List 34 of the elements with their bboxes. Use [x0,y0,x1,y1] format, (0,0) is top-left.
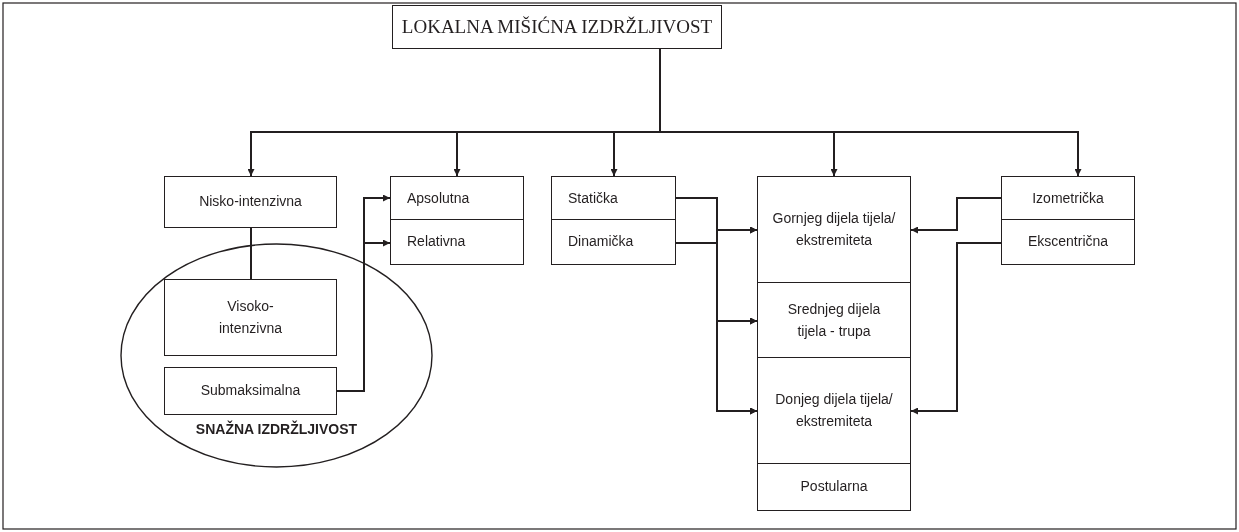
category-label: Postularna [799,477,869,497]
category-label: Srednjeg dijela tijela - trupa [786,299,882,341]
title-text: LOKALNA MIŠIĆNA IZDRŽLJIVOST [400,15,714,40]
category-label: Nisko-intenzivna [198,192,303,212]
category-label: Ekscentrična [1026,232,1110,252]
category-label: Statička [567,188,619,208]
category-label: Dinamička [567,232,635,252]
arrow [336,239,391,392]
arrow [675,242,758,415]
group-label: SNAŽNA IZDRŽLJIVOST [194,419,359,439]
category-box [390,176,524,221]
category-box [551,176,676,221]
category-box [390,219,524,265]
category-box [757,357,911,465]
category-label: Gornjeg dijela tijela/ ekstremiteta [771,209,897,250]
category-box [757,176,911,284]
category-box [164,367,337,415]
category-box [1001,219,1135,265]
category-label: Donjeg dijela tijela/ ekstremiteta [774,390,894,431]
category-box [551,219,676,265]
title-box [392,5,722,49]
category-label: Visoko-intenzivna [217,296,283,338]
category-box [164,279,337,356]
category-label: Apsolutna [406,188,471,208]
category-box [757,282,911,359]
category-label: Submaksimalna [199,381,302,401]
arrow [910,197,1002,234]
category-label: Izometrička [1031,188,1105,208]
category-label: Relativna [406,232,467,252]
category-box [164,176,337,228]
category-box [1001,176,1135,221]
category-box [757,463,911,511]
connector-line [250,227,252,280]
arrow [910,242,1002,415]
